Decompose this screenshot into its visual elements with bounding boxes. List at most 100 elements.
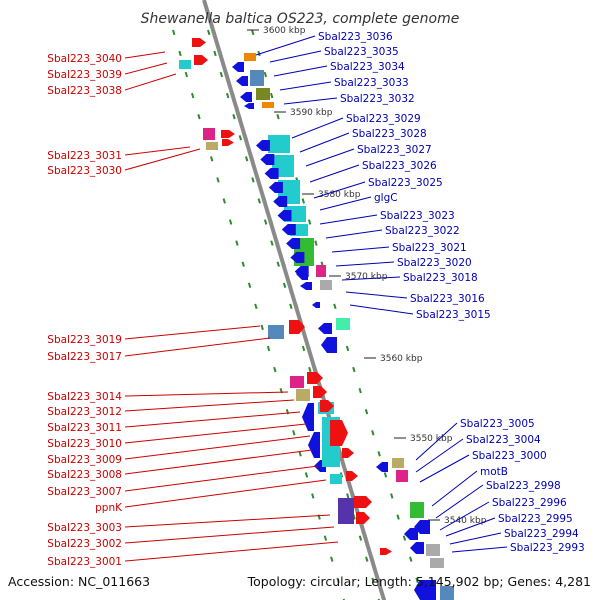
reverse-gene [260,154,275,165]
reverse-gene [290,252,305,263]
right-gene-label: Sbal223_3028 [352,128,427,140]
gene-block [256,88,270,100]
right-gene-leader [299,132,350,153]
right-gene-label: Sbal223_3021 [392,242,467,254]
gene-block [250,70,264,86]
forward-gene [320,400,334,412]
gene-block [338,498,354,524]
right-gene-leader [309,164,360,183]
reverse-gene [264,168,279,179]
forward-gene [222,139,234,146]
gene-block [316,265,326,277]
right-gene-leader [335,261,395,267]
gene-block [396,470,408,482]
right-gene-leader [319,196,372,211]
reverse-gene [256,140,270,151]
left-gene-leader [124,325,261,340]
left-gene-label: Sbal223_3010 [47,438,122,450]
forward-gene [194,55,208,65]
kbp-label: 3550 kbp [410,434,453,444]
accession-text: Accession: NC_011663 [8,574,151,589]
right-gene-label: Sbal223_2998 [486,480,561,492]
right-gene-leader [319,214,378,225]
left-gene-leader [124,51,166,59]
left-gene-leader [124,62,168,75]
right-gene-leader [279,81,332,91]
forward-gene [346,471,358,481]
right-gene-leader [435,484,484,519]
gene-block [336,318,350,330]
left-gene-label: Sbal223_3014 [47,391,122,403]
right-gene-leader [325,229,383,239]
forward-gene [192,38,206,47]
left-gene-label: Sbal223_3017 [47,351,122,363]
right-gene-label: Sbal223_3027 [357,144,432,156]
reverse-gene [240,92,252,102]
right-gene-leader [431,470,478,507]
kbp-label: 3560 kbp [380,354,423,364]
left-gene-leader [124,148,201,171]
gene-block [426,544,440,556]
forward-gene [307,372,323,384]
right-gene-leader [445,517,496,537]
forward-gene [330,420,348,446]
reverse-gene [376,462,388,472]
forward-gene [342,448,354,458]
right-gene-label: Sbal223_3029 [346,113,421,125]
left-gene-leader [124,435,311,460]
topology-text: Topology: circular; Length: 5,145,902 bp… [247,574,591,589]
right-gene-label: glgC [374,192,398,204]
left-gene-leader [124,514,331,528]
left-gene-leader [124,399,295,412]
left-gene-label: Sbal223_3040 [47,53,122,65]
right-gene-label: Sbal223_2994 [504,528,579,540]
reverse-gene [273,196,288,207]
right-gene-leader [439,501,490,531]
right-gene-leader [305,148,355,167]
right-gene-label: Sbal223_3004 [466,434,541,446]
gene-block [179,60,191,69]
forward-gene [380,548,392,555]
gene-block [268,325,284,339]
right-gene-label: Sbal223_2993 [510,542,585,554]
kbp-label: 3580 kbp [318,190,361,200]
label-layer: Sbal223_3040Sbal223_3039Sbal223_3038Sbal… [47,31,584,568]
reverse-gene [321,337,337,353]
right-gene-label: Sbal223_3022 [385,225,460,237]
right-gene-leader [341,276,401,281]
left-gene-label: Sbal223_3001 [47,556,122,568]
left-gene-label: Sbal223_3012 [47,406,122,418]
left-gene-label: Sbal223_3007 [47,486,122,498]
left-gene-leader [124,423,307,444]
right-gene-leader [419,454,470,483]
reverse-gene [302,403,314,431]
right-gene-label: Sbal223_3025 [368,177,443,189]
gene-block [268,135,290,153]
reverse-gene [404,528,418,540]
gene-block [392,458,404,468]
gene-block [440,586,454,600]
right-gene-label: Sbal223_3018 [403,272,478,284]
left-gene-leader [124,479,327,508]
reverse-gene [312,302,320,308]
right-gene-label: Sbal223_3032 [340,93,415,105]
reverse-gene [268,182,283,193]
right-gene-label: Sbal223_3000 [472,450,547,462]
left-gene-label: Sbal223_3019 [47,334,122,346]
right-gene-leader [255,35,316,56]
right-gene-label: Sbal223_3034 [330,61,405,73]
reverse-gene [236,76,248,86]
right-gene-label: Sbal223_2996 [492,497,567,509]
reverse-gene [281,224,296,235]
gene-block [290,376,304,388]
left-gene-leader [124,465,319,492]
reverse-gene [300,282,312,290]
left-gene-label: Sbal223_3038 [47,85,122,97]
left-gene-label: Sbal223_3011 [47,422,122,434]
gene-block [262,102,274,108]
right-gene-label: Sbal223_2995 [498,513,573,525]
gene-block [244,53,256,61]
genome-backbone [202,0,386,600]
reverse-gene [414,580,436,600]
